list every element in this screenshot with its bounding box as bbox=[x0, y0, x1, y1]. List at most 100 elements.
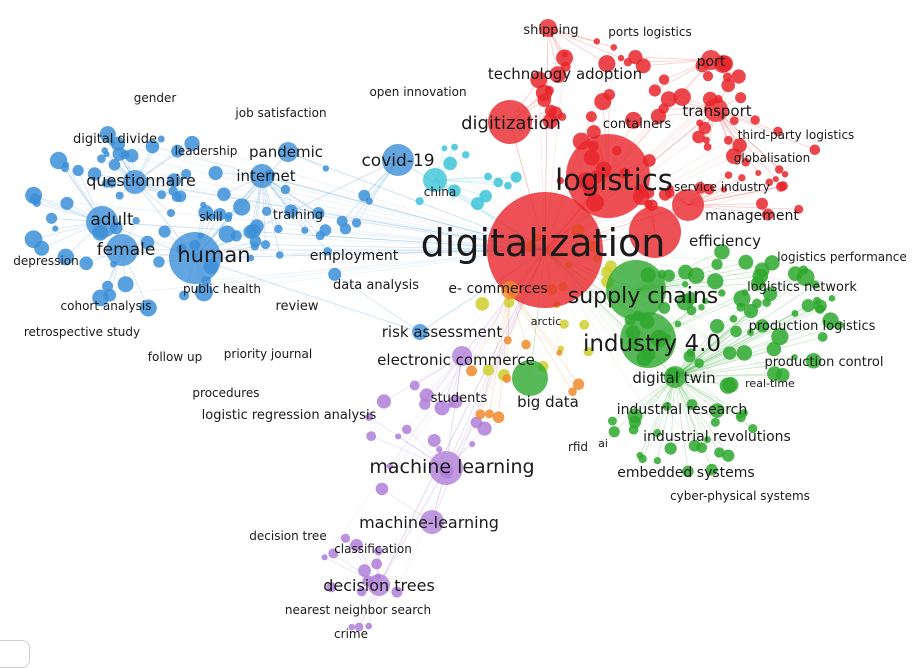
term-label-leadership[interactable]: leadership bbox=[175, 144, 238, 158]
network-node[interactable] bbox=[46, 213, 57, 224]
network-node[interactable] bbox=[261, 240, 270, 249]
term-label-employment[interactable]: employment bbox=[310, 248, 399, 264]
term-label-management[interactable]: management bbox=[705, 208, 799, 224]
network-node[interactable] bbox=[720, 377, 736, 393]
network-node[interactable] bbox=[618, 55, 624, 61]
network-node[interactable] bbox=[810, 144, 821, 155]
network-node[interactable] bbox=[723, 72, 732, 81]
network-node[interactable] bbox=[649, 84, 661, 96]
network-node[interactable] bbox=[485, 409, 494, 418]
term-label-ai[interactable]: ai bbox=[598, 437, 608, 450]
network-node[interactable] bbox=[802, 299, 815, 312]
network-node[interactable] bbox=[376, 483, 389, 496]
network-node[interactable] bbox=[737, 345, 753, 361]
term-label-technology-adoption[interactable]: technology adoption bbox=[488, 65, 642, 83]
network-node[interactable] bbox=[610, 44, 617, 51]
term-label-port[interactable]: port bbox=[697, 54, 726, 70]
network-node[interactable] bbox=[484, 173, 492, 181]
term-label-open-innovation[interactable]: open innovation bbox=[369, 85, 466, 99]
network-node[interactable] bbox=[416, 197, 424, 205]
network-node[interactable] bbox=[815, 305, 824, 314]
network-node[interactable] bbox=[118, 276, 134, 292]
network-node[interactable] bbox=[113, 147, 127, 161]
network-node[interactable] bbox=[502, 374, 511, 383]
term-label-decision-tree[interactable]: decision tree bbox=[249, 529, 326, 543]
term-label-cyber-physical-systems[interactable]: cyber-physical systems bbox=[670, 489, 810, 503]
network-node[interactable] bbox=[479, 190, 492, 203]
term-label-logistics-network[interactable]: logistics network bbox=[747, 280, 857, 295]
network-node[interactable] bbox=[462, 151, 469, 158]
network-node[interactable] bbox=[636, 452, 643, 459]
term-label-globalisation[interactable]: globalisation bbox=[734, 151, 811, 165]
network-node[interactable] bbox=[493, 178, 503, 188]
term-label-industry-4-0[interactable]: industry 4.0 bbox=[583, 331, 721, 357]
network-node[interactable] bbox=[718, 289, 726, 297]
network-node[interactable] bbox=[469, 441, 475, 447]
term-label-machine-learning[interactable]: machine learning bbox=[369, 456, 534, 478]
term-label-efficiency[interactable]: efficiency bbox=[689, 232, 761, 250]
network-node[interactable] bbox=[724, 136, 733, 145]
network-node[interactable] bbox=[594, 38, 600, 44]
network-node[interactable] bbox=[158, 136, 165, 143]
term-label-risk-assessment[interactable]: risk assessment bbox=[382, 323, 503, 341]
network-node[interactable] bbox=[511, 172, 522, 183]
network-node[interactable] bbox=[504, 182, 512, 190]
network-node[interactable] bbox=[410, 380, 420, 390]
term-label-digital-twin[interactable]: digital twin bbox=[632, 369, 715, 387]
network-node[interactable] bbox=[775, 165, 783, 173]
term-label-female[interactable]: female bbox=[97, 240, 156, 260]
network-node[interactable] bbox=[714, 447, 724, 457]
network-node[interactable] bbox=[281, 185, 290, 194]
network-node[interactable] bbox=[762, 298, 771, 307]
network-node[interactable] bbox=[704, 143, 712, 151]
network-node[interactable] bbox=[703, 137, 710, 144]
term-label-classification[interactable]: classification bbox=[334, 542, 412, 556]
network-node[interactable] bbox=[250, 219, 264, 233]
term-label-electronic-commerce[interactable]: electronic commerce bbox=[377, 351, 535, 369]
network-node[interactable] bbox=[231, 230, 242, 241]
term-label-depression[interactable]: depression bbox=[13, 254, 78, 268]
term-label-big-data[interactable]: big data bbox=[517, 393, 579, 411]
term-label-industrial-research[interactable]: industrial research bbox=[617, 402, 747, 418]
network-node[interactable] bbox=[504, 336, 512, 344]
network-node[interactable] bbox=[301, 227, 308, 234]
term-label-students[interactable]: students bbox=[431, 391, 488, 406]
term-label-rfid[interactable]: rfid bbox=[568, 440, 588, 454]
network-node[interactable] bbox=[262, 207, 271, 216]
term-label-covid-19[interactable]: covid-19 bbox=[361, 151, 434, 171]
network-node[interactable] bbox=[443, 157, 457, 171]
term-label-questionnaire[interactable]: questionnaire bbox=[86, 171, 196, 190]
network-node[interactable] bbox=[60, 197, 73, 210]
network-node[interactable] bbox=[799, 265, 808, 274]
term-label-embedded-systems[interactable]: embedded systems bbox=[617, 465, 754, 481]
network-node[interactable] bbox=[573, 379, 584, 390]
network-node[interactable] bbox=[579, 320, 589, 330]
network-node[interactable] bbox=[493, 411, 505, 423]
network-node[interactable] bbox=[103, 151, 109, 157]
network-node[interactable] bbox=[251, 242, 259, 250]
network-node[interactable] bbox=[594, 93, 611, 110]
term-label-review[interactable]: review bbox=[276, 299, 319, 314]
term-label-cohort-analysis[interactable]: cohort analysis bbox=[61, 299, 152, 313]
network-node[interactable] bbox=[688, 267, 704, 283]
network-node[interactable] bbox=[778, 181, 788, 191]
network-node[interactable] bbox=[738, 255, 753, 270]
network-node[interactable] bbox=[609, 426, 620, 437]
term-label-arctic[interactable]: arctic bbox=[531, 315, 562, 328]
term-label-real-time[interactable]: real-time bbox=[745, 377, 795, 390]
network-node[interactable] bbox=[125, 149, 138, 162]
network-node[interactable] bbox=[174, 190, 186, 202]
term-label-e-commerces[interactable]: e- commerces bbox=[448, 281, 547, 297]
network-node[interactable] bbox=[274, 225, 282, 233]
network-node[interactable] bbox=[73, 165, 84, 176]
term-label-china[interactable]: china bbox=[424, 185, 457, 199]
term-label-follow-up[interactable]: follow up bbox=[148, 350, 202, 364]
network-node[interactable] bbox=[276, 251, 284, 259]
network-node[interactable] bbox=[694, 358, 704, 368]
term-label-internet[interactable]: internet bbox=[236, 167, 295, 185]
term-label-containers[interactable]: containers bbox=[603, 117, 672, 132]
network-node[interactable] bbox=[441, 145, 447, 151]
term-label-data-analysis[interactable]: data analysis bbox=[333, 278, 419, 293]
term-label-public-health[interactable]: public health bbox=[183, 282, 261, 296]
network-node[interactable] bbox=[475, 409, 485, 419]
